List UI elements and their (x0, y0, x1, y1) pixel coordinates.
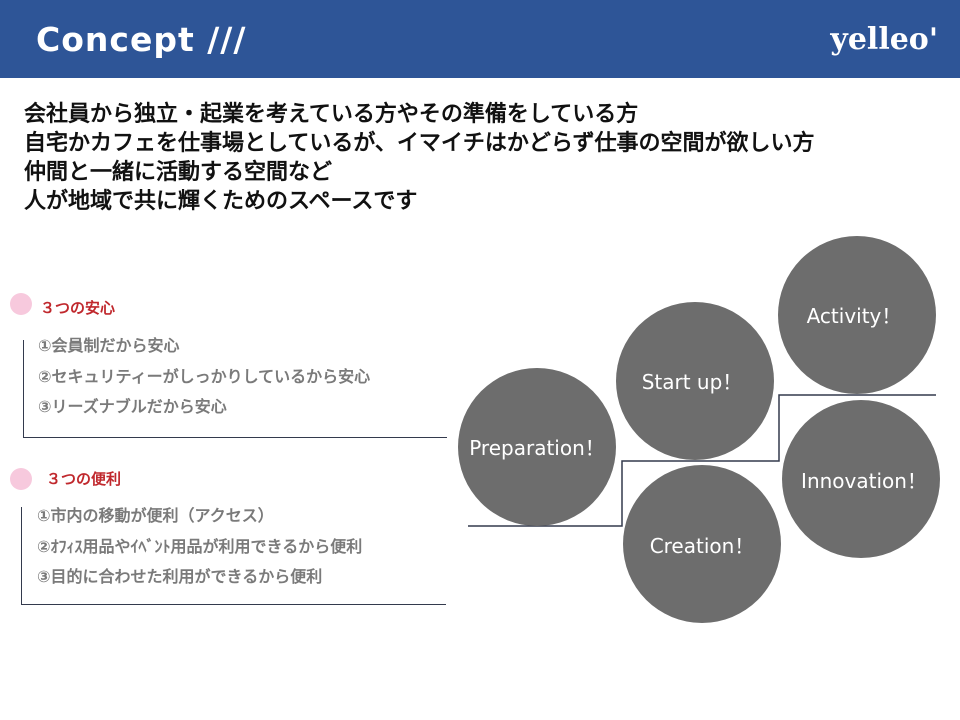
section-title-benri: ３つの便利 (46, 470, 122, 488)
header-bar: Concept /// yelleo' (0, 0, 960, 78)
intro-text: 会社員から独立・起業を考えている方やその準備をしている方 自宅かカフェを仕事場と… (24, 100, 924, 216)
section-item: ③リーズナブルだから安心 (38, 397, 227, 416)
circle-shape (782, 400, 940, 558)
section-item: ②セキュリティーがしっかりしているから安心 (38, 367, 371, 386)
circle-preparation: Preparation！ (458, 368, 616, 526)
intro-line: 自宅かカフェを仕事場としているが、イマイチはかどらず仕事の空間が欲しい方 (24, 131, 815, 156)
circle-label: Creation！ (650, 534, 755, 558)
section-item: ①市内の移動が便利（アクセス） (37, 506, 274, 525)
bullet-dot-icon (10, 468, 32, 490)
circle-activity: Activity！ (778, 236, 936, 394)
circle-label: Start up！ (642, 370, 743, 394)
section-item: ③目的に合わせた利用ができるから便利 (37, 567, 323, 586)
circle-shape (458, 368, 616, 526)
staircase-line (468, 394, 936, 527)
section-title-anshin: ３つの安心 (40, 299, 116, 317)
circle-label: Activity！ (807, 304, 902, 328)
intro-line: 会社員から独立・起業を考えている方やその準備をしている方 (24, 102, 639, 127)
circle-start-up: Start up！ (616, 302, 774, 460)
section-item: ②ｵﾌｨｽ用品やｲﾍﾞﾝﾄ用品が利用できるから便利 (37, 537, 363, 556)
page-title: Concept /// (36, 20, 247, 59)
circle-creation: Creation！ (623, 465, 781, 623)
brand-logo: yelleo' (830, 22, 938, 57)
circle-label: Preparation！ (469, 436, 605, 460)
circle-shape (778, 236, 936, 394)
circle-shape (616, 302, 774, 460)
intro-line: 仲間と一緒に活動する空間など (24, 160, 333, 185)
bullet-dot-icon (10, 293, 32, 315)
section-frame (23, 340, 447, 438)
section-item: ①会員制だから安心 (38, 336, 180, 355)
circle-label: Innovation！ (801, 469, 927, 493)
circle-innovation: Innovation！ (782, 400, 940, 558)
circle-shape (623, 465, 781, 623)
intro-line: 人が地域で共に輝くためのスペースです (24, 189, 418, 214)
section-frame (21, 507, 446, 605)
